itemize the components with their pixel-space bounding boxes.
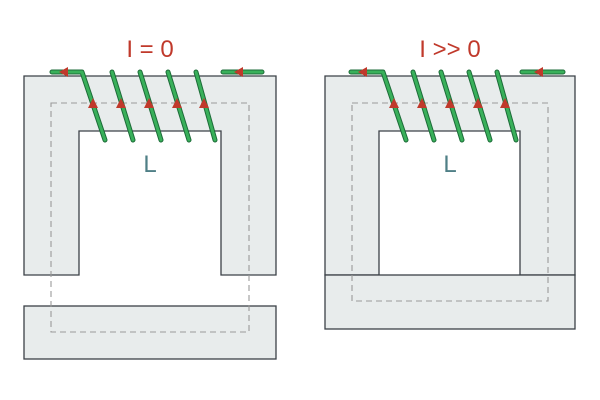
arrow-up-icon bbox=[445, 98, 455, 108]
coil bbox=[348, 67, 566, 143]
arrow-left-icon bbox=[358, 67, 367, 77]
inductance-label: L bbox=[443, 151, 456, 178]
flux-path bbox=[50, 102, 250, 333]
arrow-up-icon bbox=[88, 98, 98, 108]
arrow-up-icon bbox=[199, 98, 209, 108]
panel-closed-core: I >> 0 L bbox=[324, 36, 576, 330]
arrow-up-icon bbox=[144, 98, 154, 108]
arrow-up-icon bbox=[116, 98, 126, 108]
arrow-left-icon bbox=[534, 67, 543, 77]
arrow-left-icon bbox=[234, 67, 243, 77]
panel-open-core: I = 0 L bbox=[23, 36, 277, 360]
current-label: I >> 0 bbox=[419, 36, 480, 63]
arrow-left-icon bbox=[59, 67, 68, 77]
arrow-up-icon bbox=[500, 98, 510, 108]
armature bbox=[324, 274, 576, 330]
arrow-up-icon bbox=[389, 98, 399, 108]
arrow-up-icon bbox=[417, 98, 427, 108]
coil bbox=[49, 67, 265, 143]
arrow-up-icon bbox=[172, 98, 182, 108]
flux-path bbox=[351, 102, 549, 302]
arrow-up-icon bbox=[473, 98, 483, 108]
current-arrows bbox=[358, 67, 543, 108]
current-label: I = 0 bbox=[126, 36, 173, 63]
current-arrows bbox=[59, 67, 243, 108]
inductance-label: L bbox=[143, 151, 156, 178]
